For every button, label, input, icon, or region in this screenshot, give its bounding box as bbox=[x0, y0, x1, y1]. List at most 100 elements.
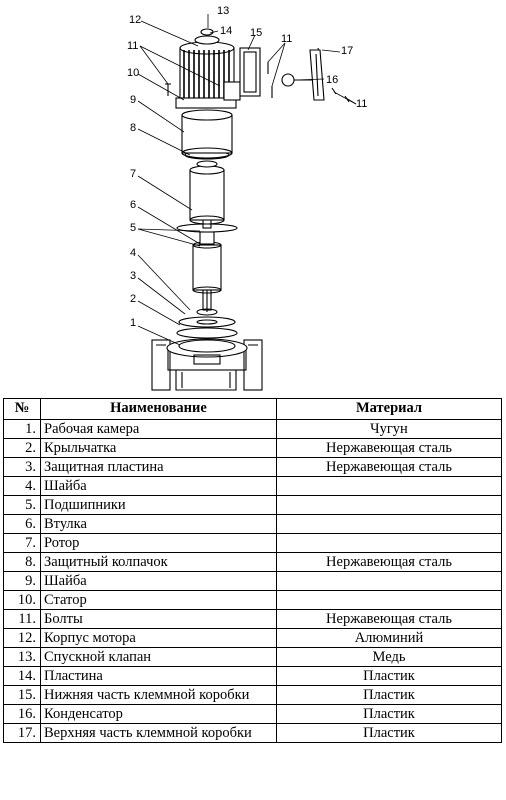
row-number: 6. bbox=[3, 514, 41, 534]
row-name: Защитный колпачок bbox=[40, 552, 277, 572]
pump-exploded-diagram: 1 2 3 4 5 6 7 8 9 10 11 12 13 14 15 11 1… bbox=[127, 5, 367, 391]
callout-11a: 11 bbox=[127, 40, 138, 52]
row-material: Пластик bbox=[276, 685, 502, 705]
row-material: Нержавеющая сталь bbox=[276, 438, 502, 458]
header-number: № bbox=[3, 398, 41, 420]
row-number: 10. bbox=[3, 590, 41, 610]
row-number: 16. bbox=[3, 704, 41, 724]
row-name: Подшипники bbox=[40, 495, 277, 515]
row-number: 8. bbox=[3, 552, 41, 572]
table-row: 6.Втулка bbox=[3, 514, 502, 534]
row-material bbox=[276, 533, 502, 553]
callout-5: 5 bbox=[130, 222, 136, 234]
row-material: Медь bbox=[276, 647, 502, 667]
row-material: Нержавеющая сталь bbox=[276, 609, 502, 629]
row-material bbox=[276, 495, 502, 515]
row-name: Пластина bbox=[40, 666, 277, 686]
row-number: 9. bbox=[3, 571, 41, 591]
row-name: Конденсатор bbox=[40, 704, 277, 724]
motor-housing-drawing bbox=[175, 28, 241, 109]
row-name: Болты bbox=[40, 609, 277, 629]
row-name: Рабочая камера bbox=[40, 419, 277, 439]
callout-11c: 11 bbox=[356, 98, 367, 110]
callout-16: 16 bbox=[326, 74, 338, 86]
table-row: 9.Шайба bbox=[3, 571, 502, 591]
row-material: Алюминий bbox=[276, 628, 502, 648]
callout-11b: 11 bbox=[281, 33, 292, 45]
callout-6: 6 bbox=[130, 199, 136, 211]
row-name: Крыльчатка bbox=[40, 438, 277, 458]
row-material: Пластик bbox=[276, 723, 502, 743]
row-number: 15. bbox=[3, 685, 41, 705]
row-number: 4. bbox=[3, 476, 41, 496]
row-name: Верхняя часть клеммной коробки bbox=[40, 723, 277, 743]
table-row: 4.Шайба bbox=[3, 476, 502, 496]
callout-15: 15 bbox=[250, 27, 262, 39]
row-name: Спускной клапан bbox=[40, 647, 277, 667]
row-material: Пластик bbox=[276, 666, 502, 686]
row-name: Втулка bbox=[40, 514, 277, 534]
rotor-drawing bbox=[176, 217, 238, 294]
row-name: Ротор bbox=[40, 533, 277, 553]
row-number: 3. bbox=[3, 457, 41, 477]
row-name: Статор bbox=[40, 590, 277, 610]
terminal-box-upper-drawing bbox=[309, 49, 325, 101]
row-name: Нижняя часть клеммной коробки bbox=[40, 685, 277, 705]
row-number: 1. bbox=[3, 419, 41, 439]
row-material: Пластик bbox=[276, 704, 502, 724]
header-name: Наименование bbox=[40, 398, 277, 420]
callout-4: 4 bbox=[130, 247, 136, 259]
row-material bbox=[276, 590, 502, 610]
table-row: 5.Подшипники bbox=[3, 495, 502, 515]
pump-housing-drawing bbox=[151, 338, 263, 391]
row-material bbox=[276, 571, 502, 591]
protective-cap-drawing bbox=[189, 160, 225, 225]
row-number: 13. bbox=[3, 647, 41, 667]
parts-table: № Наименование Материал 1.Рабочая камера… bbox=[3, 398, 502, 743]
callout-17: 17 bbox=[341, 45, 353, 57]
row-number: 7. bbox=[3, 533, 41, 553]
callout-labels: 1 2 3 4 5 6 7 8 9 10 11 12 13 14 15 11 1… bbox=[127, 5, 367, 329]
header-material: Материал bbox=[276, 398, 502, 420]
callout-9: 9 bbox=[130, 94, 136, 106]
row-name: Защитная пластина bbox=[40, 457, 277, 477]
row-material bbox=[276, 476, 502, 496]
table-row: 10.Статор bbox=[3, 590, 502, 610]
table-row: 7.Ротор bbox=[3, 533, 502, 553]
terminal-box-lower-drawing bbox=[239, 47, 261, 97]
table-header-row: № Наименование Материал bbox=[3, 398, 502, 420]
row-number: 17. bbox=[3, 723, 41, 743]
row-material bbox=[276, 514, 502, 534]
row-number: 2. bbox=[3, 438, 41, 458]
row-number: 11. bbox=[3, 609, 41, 629]
row-material: Чугун bbox=[276, 419, 502, 439]
callout-13: 13 bbox=[217, 5, 229, 17]
callout-1: 1 bbox=[130, 317, 136, 329]
row-number: 12. bbox=[3, 628, 41, 648]
row-number: 14. bbox=[3, 666, 41, 686]
row-material: Нержавеющая сталь bbox=[276, 552, 502, 572]
impeller-stack-drawing bbox=[176, 289, 238, 339]
stator-drawing bbox=[181, 109, 233, 160]
callout-3: 3 bbox=[130, 270, 136, 282]
row-number: 5. bbox=[3, 495, 41, 515]
callout-2: 2 bbox=[130, 293, 136, 305]
callout-12: 12 bbox=[129, 14, 141, 26]
row-material: Нержавеющая сталь bbox=[276, 457, 502, 477]
row-name: Шайба bbox=[40, 571, 277, 591]
row-name: Шайба bbox=[40, 476, 277, 496]
row-name: Корпус мотора bbox=[40, 628, 277, 648]
callout-14: 14 bbox=[220, 25, 232, 37]
